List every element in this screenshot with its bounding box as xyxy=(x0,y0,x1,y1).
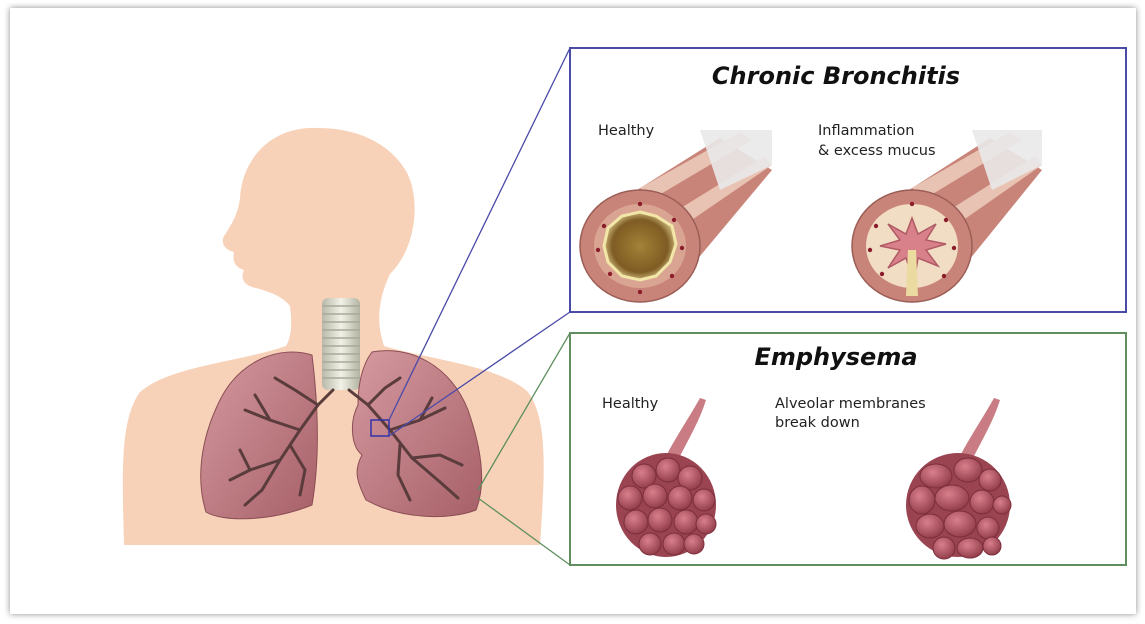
emphysema-title: Emphysema xyxy=(754,343,917,371)
bronchitis-title: Chronic Bronchitis xyxy=(712,62,960,90)
bronchitis-disease-label-2: & excess mucus xyxy=(818,143,936,159)
bronchitis-healthy-label: Healthy xyxy=(598,123,655,139)
emphysema-healthy-label: Healthy xyxy=(602,396,659,412)
trachea-icon xyxy=(322,298,360,390)
emphysema-panel: Emphysema Healthy Alveolar membranes bre… xyxy=(570,333,1126,565)
bronchitis-panel: Chronic Bronchitis Healthy Inflammation … xyxy=(570,48,1126,312)
emphysema-disease-label-1: Alveolar membranes xyxy=(775,396,926,412)
emphysema-disease-label-2: break down xyxy=(775,415,860,431)
bronchitis-disease-label-1: Inflammation xyxy=(818,123,914,139)
